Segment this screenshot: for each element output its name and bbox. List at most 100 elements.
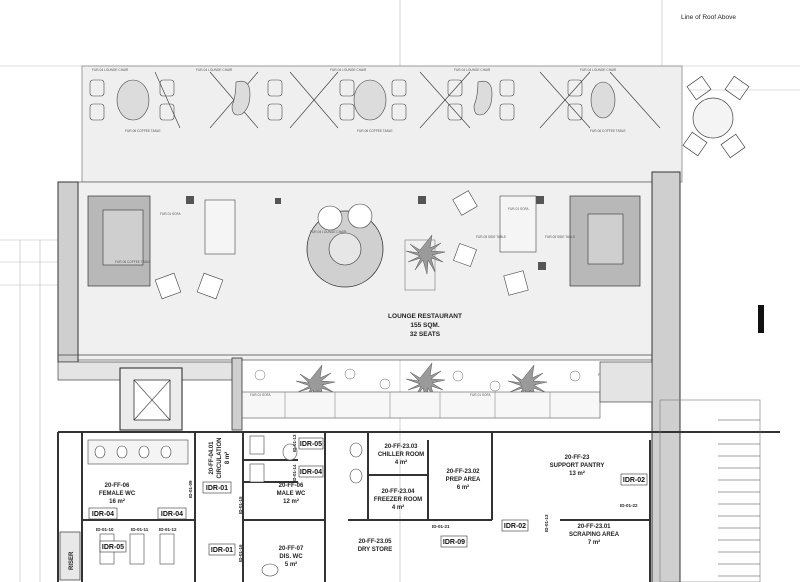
- lounge-label: LOUNGE RESTAURANT 155 SQM. 32 SEATS: [388, 313, 462, 338]
- svg-text:32 SEATS: 32 SEATS: [410, 331, 441, 338]
- svg-text:IDR-09: IDR-09: [443, 539, 465, 546]
- svg-text:20-FF-23.04: 20-FF-23.04: [381, 489, 415, 495]
- room-scraping: 20-FF-23.01 SCRAPING AREA 7 m²: [569, 524, 620, 546]
- svg-text:IDR-01: IDR-01: [211, 547, 233, 554]
- sanitary-fixtures: [87, 435, 363, 577]
- room-male-wc: 20-FF-06 MALE WC 12 m²: [277, 483, 306, 505]
- svg-text:IDR-02: IDR-02: [623, 477, 645, 484]
- svg-text:FUR-04 LOUNGE CHAIR: FUR-04 LOUNGE CHAIR: [454, 68, 491, 72]
- svg-text:CHILLER ROOM: CHILLER ROOM: [378, 452, 424, 458]
- svg-text:CIRCULATION: CIRCULATION: [217, 438, 223, 479]
- svg-text:FUR-05 SIDE TABLE: FUR-05 SIDE TABLE: [476, 235, 506, 239]
- svg-text:IDR-01: IDR-01: [206, 485, 228, 492]
- room-support-pantry: 20-FF-23 SUPPORT PANTRY 13 m²: [550, 455, 605, 477]
- svg-text:FUR-06 COFFEE TABLE: FUR-06 COFFEE TABLE: [357, 129, 393, 133]
- tag-idr-04-c: IDR-04: [298, 465, 324, 478]
- svg-text:20-FF-04.01: 20-FF-04.01: [209, 441, 215, 475]
- lounge-furniture: [87, 190, 641, 419]
- tag-idr-02-a: IDR-02: [501, 519, 529, 532]
- tag-idr-01-a: IDR-01: [202, 481, 232, 494]
- svg-text:5 m²: 5 m²: [285, 561, 297, 568]
- svg-text:IDR-02: IDR-02: [504, 523, 526, 530]
- room-dis-wc: 20-FF-07 DIS. WC 5 m²: [279, 546, 304, 568]
- svg-text:IDR-05: IDR-05: [300, 441, 322, 448]
- terrace: [81, 65, 750, 183]
- svg-text:ID-01-16: ID-01-16: [238, 544, 243, 562]
- svg-text:MALE WC: MALE WC: [277, 491, 306, 497]
- svg-text:20-FF-23: 20-FF-23: [565, 455, 590, 461]
- room-dry-store: 20-FF-23.05 DRY STORE: [358, 539, 393, 553]
- svg-text:12 m²: 12 m²: [283, 498, 299, 505]
- svg-text:IDR-04: IDR-04: [92, 511, 114, 518]
- svg-text:ID-01-10: ID-01-10: [96, 527, 114, 532]
- svg-text:LOUNGE RESTAURANT: LOUNGE RESTAURANT: [388, 313, 462, 320]
- svg-text:20-FF-06: 20-FF-06: [279, 483, 304, 489]
- svg-text:DRY STORE: DRY STORE: [358, 547, 393, 553]
- roof-note: Line of Roof Above: [681, 14, 736, 21]
- svg-text:FUR-04 LOUNGE CHAIR: FUR-04 LOUNGE CHAIR: [330, 68, 367, 72]
- svg-text:6 m²: 6 m²: [457, 484, 469, 491]
- pantry-stair: [659, 399, 761, 582]
- svg-text:FUR-04 LOUNGE CHAIR: FUR-04 LOUNGE CHAIR: [310, 230, 347, 234]
- svg-text:FUR-01 SOFA: FUR-01 SOFA: [160, 212, 181, 216]
- svg-text:IDR-05: IDR-05: [102, 544, 124, 551]
- room-chiller: 20-FF-23.03 CHILLER ROOM 4 m²: [378, 444, 424, 466]
- tag-idr-02-b: IDR-02: [620, 473, 648, 486]
- svg-text:FEMALE WC: FEMALE WC: [99, 491, 136, 497]
- svg-text:IDR-04: IDR-04: [161, 511, 183, 518]
- svg-text:FUR-06 COFFEE TABLE: FUR-06 COFFEE TABLE: [115, 260, 151, 264]
- svg-text:ID-01-13: ID-01-13: [292, 434, 297, 452]
- svg-text:DIS. WC: DIS. WC: [279, 554, 303, 560]
- svg-text:FUR-04 LOUNGE CHAIR: FUR-04 LOUNGE CHAIR: [580, 68, 617, 72]
- svg-text:FUR-06 COFFEE TABLE: FUR-06 COFFEE TABLE: [590, 129, 626, 133]
- door-tags: IDR-01 IDR-04 IDR-04 IDR-05 IDR-04 IDR-0…: [88, 434, 648, 562]
- svg-text:20-FF-23.03: 20-FF-23.03: [384, 444, 418, 450]
- svg-text:FREEZER ROOM: FREEZER ROOM: [374, 497, 422, 503]
- svg-text:ID-01-21: ID-01-21: [432, 524, 450, 529]
- svg-text:ID-01-14: ID-01-14: [292, 464, 297, 482]
- room-freezer: 20-FF-23.04 FREEZER ROOM 4 m²: [374, 489, 422, 511]
- svg-text:8 m²: 8 m²: [224, 452, 231, 464]
- svg-text:ID-01-11: ID-01-11: [131, 527, 149, 532]
- svg-text:20-FF-06: 20-FF-06: [105, 483, 130, 489]
- svg-text:RISER: RISER: [69, 551, 75, 570]
- svg-text:FUR-01 SOFA: FUR-01 SOFA: [250, 393, 271, 397]
- svg-text:4 m²: 4 m²: [392, 504, 404, 511]
- tag-idr-04-a: IDR-04: [88, 507, 118, 520]
- svg-text:13 m²: 13 m²: [569, 470, 585, 477]
- tag-idr-05-b: IDR-05: [99, 540, 127, 553]
- tag-idr-05-a: IDR-05: [298, 437, 324, 450]
- svg-text:7 m²: 7 m²: [588, 539, 600, 546]
- tag-idr-01-b: IDR-01: [208, 543, 236, 556]
- tag-idr-04-b: IDR-04: [157, 507, 187, 520]
- tag-idr-09: IDR-09: [440, 535, 468, 548]
- svg-text:FUR-01 SOFA: FUR-01 SOFA: [508, 207, 529, 211]
- svg-text:SUPPORT PANTRY: SUPPORT PANTRY: [550, 463, 605, 469]
- svg-text:ID-01-22: ID-01-22: [620, 503, 638, 508]
- svg-text:ID-01-09: ID-01-09: [188, 480, 193, 498]
- svg-text:ID-01-12: ID-01-12: [159, 527, 177, 532]
- svg-text:4 m²: 4 m²: [395, 459, 407, 466]
- svg-text:IDR-04: IDR-04: [300, 469, 322, 476]
- svg-text:16 m²: 16 m²: [109, 498, 125, 505]
- service-wing-walls: [57, 431, 780, 582]
- svg-text:155 SQM.: 155 SQM.: [410, 322, 439, 329]
- svg-text:20-FF-07: 20-FF-07: [279, 546, 304, 552]
- svg-text:FUR-04 LOUNGE CHAIR: FUR-04 LOUNGE CHAIR: [196, 68, 233, 72]
- room-circulation: 20-FF-04.01 CIRCULATION 8 m²: [209, 438, 231, 479]
- svg-text:ID-01-13: ID-01-13: [544, 514, 549, 532]
- lift-core: [119, 367, 183, 431]
- room-female-wc: 20-FF-06 FEMALE WC 16 m²: [99, 483, 136, 505]
- riser: RISER: [59, 531, 81, 581]
- svg-text:20-FF-23.01: 20-FF-23.01: [577, 524, 611, 530]
- svg-text:PREP AREA: PREP AREA: [446, 477, 481, 483]
- svg-text:SCRAPING AREA: SCRAPING AREA: [569, 532, 620, 538]
- svg-text:20-FF-23.02: 20-FF-23.02: [446, 469, 480, 475]
- room-prep: 20-FF-23.02 PREP AREA 6 m²: [446, 469, 481, 491]
- svg-text:FUR-06 COFFEE TABLE: FUR-06 COFFEE TABLE: [125, 129, 161, 133]
- svg-text:FUR-04 LOUNGE CHAIR: FUR-04 LOUNGE CHAIR: [92, 68, 129, 72]
- svg-text:FUR-01 SOFA: FUR-01 SOFA: [470, 393, 491, 397]
- svg-text:FUR-05 SIDE TABLE: FUR-05 SIDE TABLE: [545, 235, 575, 239]
- svg-text:20-FF-23.05: 20-FF-23.05: [358, 539, 392, 545]
